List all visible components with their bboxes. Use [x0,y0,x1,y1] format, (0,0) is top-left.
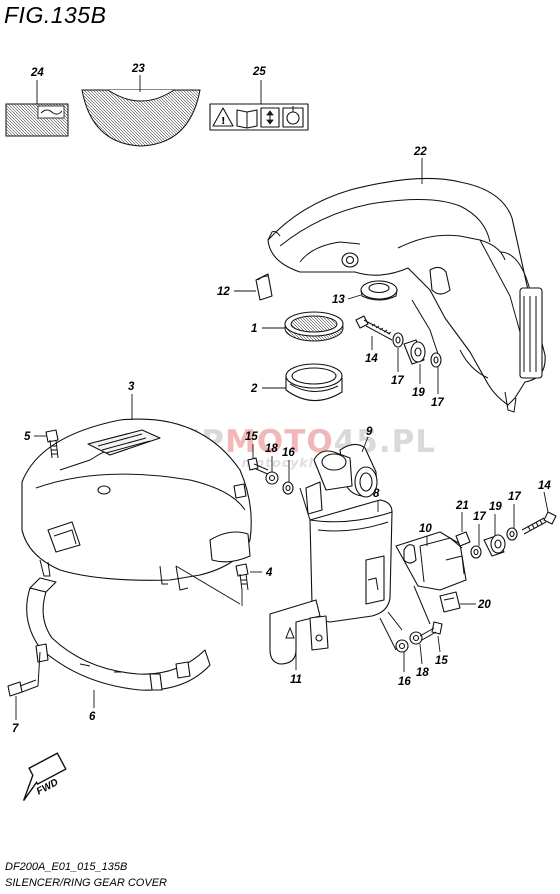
bolt-4 [175,563,262,606]
callout-9: 9 [366,426,373,438]
callout-8: 8 [373,488,380,500]
callout-17-right: 17 [473,511,486,523]
callout-19-upper: 19 [412,387,425,399]
callout-5: 5 [24,431,31,443]
callout-15-bottom: 15 [435,655,448,667]
washer-17-right [470,524,482,559]
manual-book-icon [236,109,258,129]
part-3-ring-gear-cover [21,394,252,591]
callout-4: 4 [265,567,273,579]
callout-7: 7 [12,723,19,735]
callout-10: 10 [419,523,432,535]
callout-2: 2 [250,383,258,395]
watermark-brand-suffix: .PL [378,424,437,460]
part-23-arc-label [81,75,201,147]
bolt-15-bottom [419,621,443,653]
bolt-14-upper [355,315,393,350]
callout-12: 12 [217,286,230,298]
washer-18-middle [265,456,279,485]
washer-18-bottom [409,631,423,665]
watermark-brand-accent: MOTO [225,424,334,460]
callout-23: 23 [131,63,145,75]
part-20-clip [439,591,476,613]
washer-17-upper [392,332,404,372]
figure-title: FIG.135B [4,2,107,28]
callout-25: 25 [252,66,266,78]
callout-19-right: 19 [489,501,502,513]
part-11-bracket [269,599,329,670]
callout-16-bottom: 16 [398,676,411,688]
bushing-19-right [483,514,506,557]
callout-14-upper: 14 [365,353,378,365]
callout-1: 1 [251,323,257,335]
callout-24: 24 [30,67,44,79]
callout-15-middle: 15 [245,431,258,443]
part-12-clip [234,273,273,301]
callout-14-right: 14 [538,480,551,492]
callout-17-right-upper: 17 [508,491,521,503]
part-2-ring-seal [262,363,343,402]
bushing-19-upper [403,339,426,384]
washer-17-right-upper [506,504,518,541]
callout-3: 3 [128,381,135,393]
callout-21: 21 [455,500,469,512]
callout-17-upper: 17 [391,375,404,387]
bolt-5 [34,429,59,459]
part-13-grommet [347,280,398,301]
callout-18-middle: 18 [265,443,278,455]
warning-triangle-icon: ! [212,107,234,127]
up-down-arrow-icon [260,107,280,128]
part-8-silencer-box [305,450,393,623]
part-22-silencer-duct [267,158,546,413]
part-25-warning-label: ! [209,80,309,131]
callout-22: 22 [413,146,427,158]
nut-21 [455,512,471,547]
collar-16-bottom [395,639,409,672]
part-24-label-sticker [5,80,69,137]
callout-6: 6 [89,711,96,723]
callout-13: 13 [332,294,345,306]
callout-18-bottom: 18 [416,667,429,679]
callout-20: 20 [477,599,491,611]
callout-16-middle: 16 [282,447,295,459]
callout-17-upper-right: 17 [431,397,444,409]
collar-16-middle [282,460,294,495]
bolt-14-right [521,491,557,535]
assembly-guide-lines [299,487,431,651]
bolt-7 [7,651,41,720]
section-name: SILENCER/RING GEAR COVER [5,877,167,889]
part-6-lower-ring-cover [26,577,211,708]
fwd-arrow-icon: FWD [22,752,67,801]
part-10-bracket [395,531,467,591]
callout-11: 11 [290,674,302,686]
ring-icon [282,106,304,128]
svg-text:!: ! [221,116,226,127]
part-1-filter-mesh [262,311,344,342]
washer-17-upper-right [430,352,442,394]
model-code: DF200A_E01_015_135B [5,861,128,873]
callout-numbers: 24 23 25 22 12 13 1 14 17 19 17 2 3 5 15… [12,63,551,735]
